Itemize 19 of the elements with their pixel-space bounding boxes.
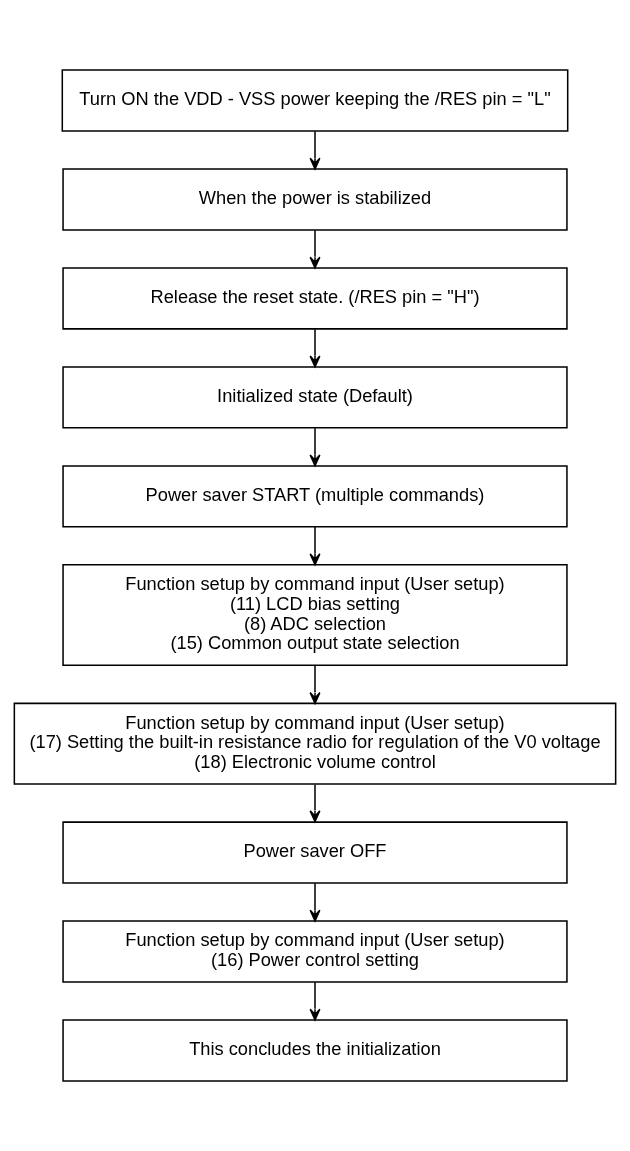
arrow [309, 526, 321, 566]
arrow [309, 427, 321, 467]
node-box: Turn ON the VDD - VSS power keeping the /RES pin = "L" [61, 69, 569, 132]
arrow [309, 328, 321, 368]
node-box: Power saver START (multiple commands) [62, 465, 568, 528]
arrow [309, 882, 321, 922]
arrow [309, 229, 321, 269]
arrow [309, 664, 321, 705]
arrow [309, 130, 321, 170]
node-box: This concludes the initialization [62, 1019, 568, 1082]
node-box: Function setup by command input (User setup) (11) LCD bias setting (8) ADC selection (15) Common output state selection [62, 564, 568, 667]
node-box: Release the reset state. (/RES pin = "H") [62, 267, 568, 330]
node-box: Function setup by command input (User setup) (17) Setting the built-in resistance radio for regulation of the V0 voltage (18) Electronic volume control [13, 702, 617, 785]
node-box: Power saver OFF [62, 821, 568, 884]
node-box: When the power is stabilized [62, 168, 568, 231]
node-box: Function setup by command input (User setup) (16) Power control setting [62, 920, 568, 983]
node-box: Initialized state (Default) [62, 366, 568, 429]
arrow [309, 783, 321, 823]
arrow [309, 981, 321, 1021]
